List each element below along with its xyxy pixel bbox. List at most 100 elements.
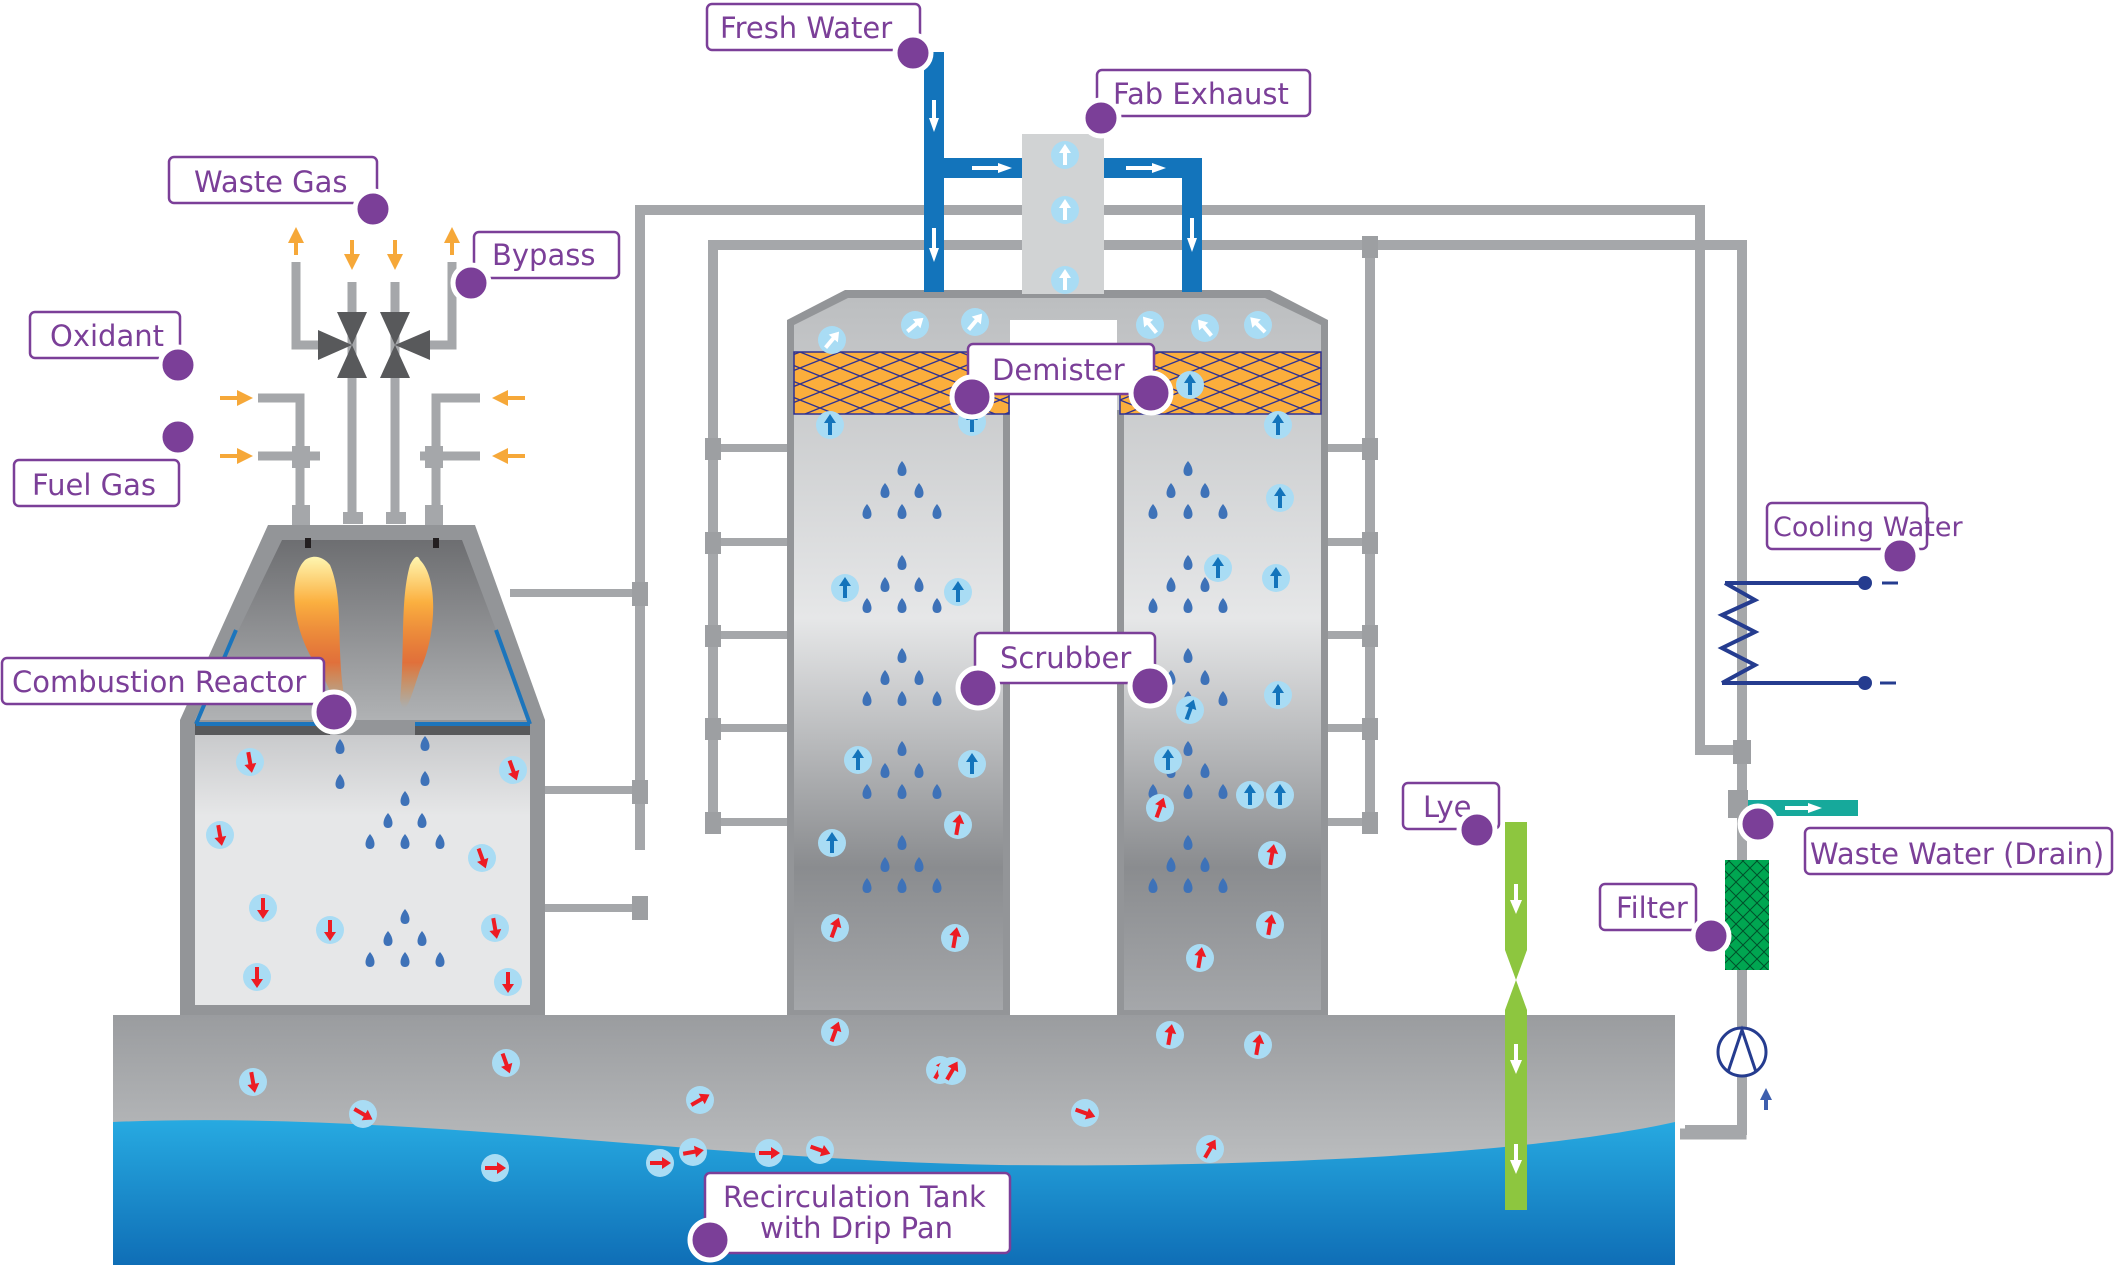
svg-text:Waste Water (Drain): Waste Water (Drain) bbox=[1810, 837, 2104, 871]
water-droplet-icon bbox=[1218, 598, 1228, 613]
gas-particle bbox=[1244, 311, 1272, 339]
gas-particle bbox=[755, 1139, 783, 1167]
label-waste-gas[interactable]: Waste Gas bbox=[167, 155, 394, 230]
svg-text:Recirculation Tank: Recirculation Tank bbox=[723, 1180, 986, 1214]
lye-line bbox=[1505, 822, 1527, 1210]
gas-particle bbox=[499, 756, 527, 784]
water-droplet-icon bbox=[420, 771, 430, 786]
gas-particle bbox=[818, 829, 846, 857]
water-droplet-icon bbox=[1148, 504, 1158, 519]
gas-particle bbox=[492, 1049, 520, 1077]
gas-particle bbox=[686, 1086, 714, 1114]
gas-particle bbox=[1236, 781, 1264, 809]
label-recirculation-tank[interactable]: Recirculation Tank with Drip Pan bbox=[687, 1171, 1012, 1263]
water-droplet-icon bbox=[1166, 857, 1176, 872]
gas-particle bbox=[349, 1100, 377, 1128]
water-droplet-icon bbox=[1200, 763, 1210, 778]
water-droplet-icon bbox=[400, 791, 410, 806]
gas-particle bbox=[821, 914, 849, 942]
gas-particle bbox=[1244, 1031, 1272, 1059]
cooling-coil-icon bbox=[1717, 576, 1898, 690]
water-droplet-icon bbox=[1183, 598, 1193, 613]
combustion-reactor bbox=[180, 525, 545, 1015]
gas-particle bbox=[206, 821, 234, 849]
water-droplet-icon bbox=[897, 598, 907, 613]
label-demister[interactable]: Demister bbox=[949, 342, 1174, 420]
waste-water-line bbox=[1748, 800, 1858, 816]
svg-text:Filter: Filter bbox=[1616, 891, 1688, 925]
gas-particle bbox=[958, 750, 986, 778]
svg-text:Combustion Reactor: Combustion Reactor bbox=[12, 665, 306, 699]
gas-particle bbox=[806, 1136, 834, 1164]
gas-particle bbox=[646, 1149, 674, 1177]
water-droplet-icon bbox=[1200, 670, 1210, 685]
water-droplet-icon bbox=[383, 931, 393, 946]
label-fab-exhaust[interactable]: Fab Exhaust bbox=[1080, 68, 1312, 139]
water-droplet-icon bbox=[932, 598, 942, 613]
scrubber-tower bbox=[787, 290, 1328, 1015]
label-oxidant[interactable]: Oxidant bbox=[28, 310, 199, 386]
water-droplet-icon bbox=[435, 834, 445, 849]
water-droplet-icon bbox=[862, 598, 872, 613]
gas-particle bbox=[901, 311, 929, 339]
gas-particle bbox=[816, 411, 844, 439]
three-way-valve-icon bbox=[318, 312, 430, 378]
water-droplet-icon bbox=[880, 577, 890, 592]
water-droplet-icon bbox=[1218, 691, 1228, 706]
gas-particle bbox=[1266, 781, 1294, 809]
water-droplet-icon bbox=[880, 483, 890, 498]
water-droplet-icon bbox=[897, 504, 907, 519]
water-droplet-icon bbox=[1218, 878, 1228, 893]
flow-arrow-icon bbox=[1760, 1088, 1772, 1110]
water-droplet-icon bbox=[914, 857, 924, 872]
gas-particle bbox=[1256, 911, 1284, 939]
water-droplet-icon bbox=[1148, 598, 1158, 613]
svg-text:Waste Gas: Waste Gas bbox=[194, 165, 347, 199]
gas-particle bbox=[1176, 696, 1204, 724]
label-combustion-reactor[interactable]: Combustion Reactor bbox=[0, 656, 357, 735]
gas-particle bbox=[1258, 841, 1286, 869]
label-fuel-gas[interactable]: Fuel Gas bbox=[12, 416, 199, 508]
label-fresh-water[interactable]: Fresh Water bbox=[705, 2, 934, 74]
label-bypass[interactable]: Bypass bbox=[450, 230, 621, 304]
water-droplet-icon bbox=[897, 741, 907, 756]
water-droplet-icon bbox=[420, 736, 430, 751]
water-droplet-icon bbox=[1183, 835, 1193, 850]
label-lye[interactable]: Lye bbox=[1401, 781, 1501, 851]
label-cooling-water[interactable]: Cooling Water bbox=[1765, 501, 1963, 577]
gas-particle bbox=[944, 811, 972, 839]
water-droplet-icon bbox=[335, 774, 345, 789]
water-droplets bbox=[335, 461, 1228, 967]
water-droplet-icon bbox=[914, 483, 924, 498]
water-droplet-icon bbox=[383, 813, 393, 828]
gas-particle bbox=[1266, 484, 1294, 512]
gas-particle bbox=[1264, 681, 1292, 709]
label-waste-water[interactable]: Waste Water (Drain) bbox=[1737, 803, 2114, 876]
gas-particle bbox=[818, 326, 846, 354]
water-droplet-icon bbox=[862, 878, 872, 893]
gas-particle bbox=[1051, 141, 1079, 169]
water-droplet-icon bbox=[862, 691, 872, 706]
gas-particle bbox=[1154, 746, 1182, 774]
water-droplet-icon bbox=[1200, 857, 1210, 872]
svg-text:Fresh Water: Fresh Water bbox=[720, 11, 892, 45]
gas-particle bbox=[821, 1018, 849, 1046]
water-droplet-icon bbox=[897, 461, 907, 476]
water-droplet-icon bbox=[862, 784, 872, 799]
svg-text:Fab Exhaust: Fab Exhaust bbox=[1113, 77, 1289, 111]
gas-particle bbox=[468, 844, 496, 872]
gas-particle bbox=[1156, 1021, 1184, 1049]
water-droplet-icon bbox=[880, 763, 890, 778]
svg-text:Cooling Water: Cooling Water bbox=[1773, 512, 1963, 543]
water-droplet-icon bbox=[435, 952, 445, 967]
water-droplet-icon bbox=[1183, 555, 1193, 570]
gas-particle bbox=[844, 746, 872, 774]
water-droplet-icon bbox=[914, 670, 924, 685]
label-scrubber[interactable]: Scrubber bbox=[955, 631, 1173, 711]
water-droplet-icon bbox=[914, 763, 924, 778]
water-droplet-icon bbox=[1200, 483, 1210, 498]
water-droplet-icon bbox=[932, 784, 942, 799]
water-droplet-icon bbox=[897, 878, 907, 893]
label-filter[interactable]: Filter bbox=[1598, 882, 1732, 957]
